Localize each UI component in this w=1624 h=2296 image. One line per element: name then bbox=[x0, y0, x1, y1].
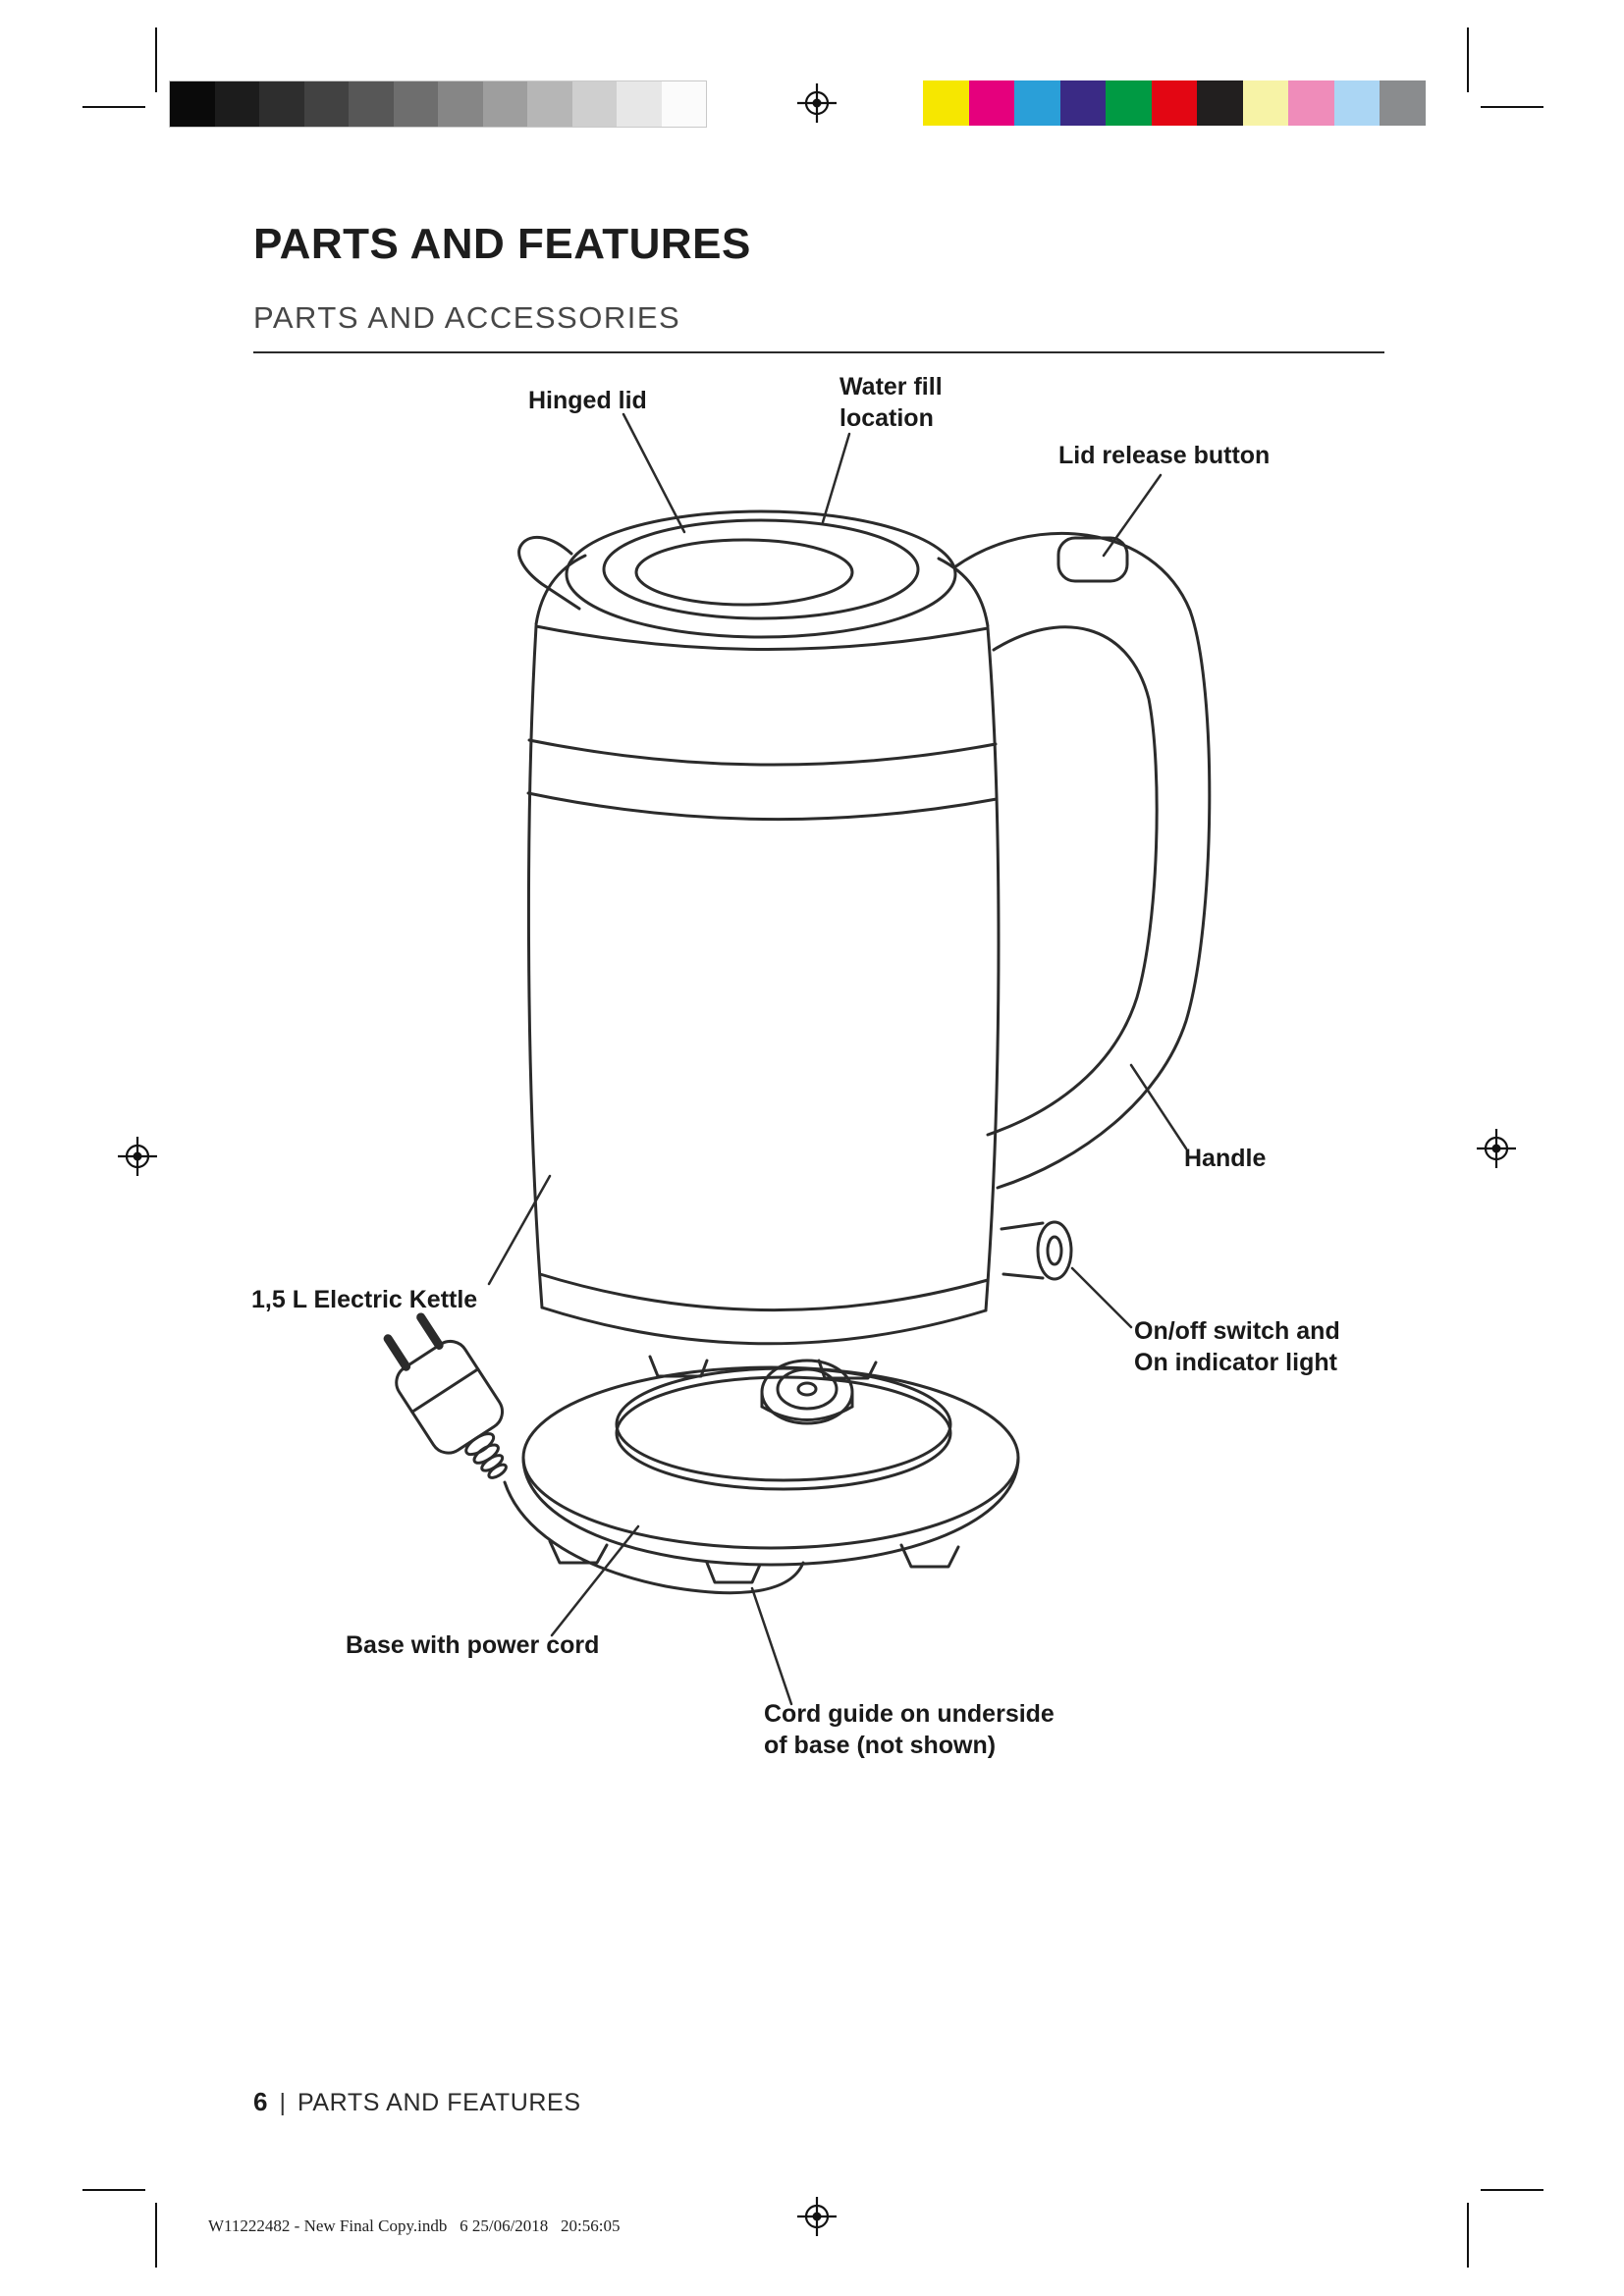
label-lid-release: Lid release button bbox=[1058, 442, 1271, 469]
color-swatch bbox=[1197, 80, 1243, 126]
color-swatch bbox=[1106, 80, 1152, 126]
shoulder-seam bbox=[534, 624, 990, 651]
base-side bbox=[521, 1456, 1020, 1567]
leader-handle bbox=[1129, 1063, 1188, 1150]
registration-mark-right bbox=[1475, 1127, 1518, 1170]
kettle-diagram bbox=[383, 412, 1212, 1706]
color-swatch bbox=[968, 80, 1015, 126]
section-subtitle: PARTS AND ACCESSORIES bbox=[253, 300, 681, 335]
color-swatch bbox=[1151, 80, 1198, 126]
registration-mark-left bbox=[116, 1135, 159, 1178]
page-title: PARTS AND FEATURES bbox=[253, 220, 751, 268]
label-handle: Handle bbox=[1184, 1145, 1267, 1172]
footer-section-title: PARTS AND FEATURES bbox=[297, 2089, 581, 2116]
leader-kettle bbox=[487, 1174, 552, 1286]
grayscale-swatch bbox=[214, 81, 259, 127]
grayscale-swatch bbox=[482, 81, 527, 127]
leader-base bbox=[550, 1524, 640, 1637]
leader-hinged-lid bbox=[622, 412, 686, 534]
power-cord bbox=[503, 1480, 805, 1595]
grayscale-bar bbox=[169, 80, 707, 128]
leader-lid-release bbox=[1102, 473, 1163, 558]
color-swatch bbox=[1380, 80, 1427, 126]
crop-mark-top-left-v bbox=[155, 27, 157, 92]
crop-mark-top-left-h bbox=[82, 106, 145, 108]
lid-outer bbox=[565, 509, 957, 639]
crop-mark-bottom-right-v bbox=[1467, 2203, 1469, 2268]
color-swatch bbox=[1059, 80, 1107, 126]
lid-rim bbox=[602, 518, 920, 620]
grayscale-swatch bbox=[438, 81, 483, 127]
section-rule bbox=[253, 351, 1384, 353]
switch-knob bbox=[1036, 1220, 1073, 1281]
leader-water-fill bbox=[821, 432, 851, 524]
print-slug: W11222482 - New Final Copy.indb 6 25/06/… bbox=[208, 2216, 621, 2236]
color-swatch bbox=[1014, 80, 1060, 126]
crop-mark-top-right-v bbox=[1467, 27, 1469, 92]
lid-release-button-shape bbox=[1056, 536, 1129, 583]
label-on-off-switch: On/off switch and On indicator light bbox=[1134, 1317, 1340, 1376]
grayscale-swatch bbox=[527, 81, 572, 127]
color-swatch bbox=[1288, 80, 1334, 126]
leader-on-off bbox=[1070, 1266, 1133, 1329]
grayscale-swatch bbox=[393, 81, 438, 127]
color-swatch bbox=[923, 80, 969, 126]
grayscale-swatch bbox=[259, 81, 304, 127]
grayscale-swatch bbox=[303, 81, 349, 127]
label-water-fill: Water fill location bbox=[839, 373, 943, 432]
lid-top-plate bbox=[634, 538, 854, 607]
print-file: W11222482 - New Final Copy.indb 6 bbox=[208, 2216, 468, 2235]
grayscale-swatch bbox=[571, 81, 617, 127]
page-footer: 6 | PARTS AND FEATURES bbox=[253, 2087, 581, 2117]
body-right bbox=[984, 626, 1001, 1312]
print-datetime: 25/06/2018 20:56:05 bbox=[471, 2216, 621, 2235]
crop-mark-top-right-h bbox=[1481, 106, 1543, 108]
footer-page-number: 6 bbox=[253, 2087, 268, 2116]
label-electric-kettle: 1,5 L Electric Kettle bbox=[251, 1286, 478, 1313]
color-bar bbox=[923, 80, 1427, 126]
crop-mark-bottom-left-v bbox=[155, 2203, 157, 2268]
handle-inner-outline bbox=[986, 625, 1159, 1137]
label-base-power-cord: Base with power cord bbox=[346, 1631, 600, 1659]
base-connector bbox=[760, 1359, 854, 1425]
body-bottom bbox=[540, 1306, 988, 1346]
crop-mark-bottom-left-h bbox=[82, 2189, 145, 2191]
body-left bbox=[526, 624, 544, 1309]
handle-outline bbox=[952, 531, 1212, 1190]
footer-separator: | bbox=[279, 2089, 286, 2116]
grayscale-swatch bbox=[617, 81, 662, 127]
label-hinged-lid: Hinged lid bbox=[528, 387, 647, 414]
label-cord-guide: Cord guide on underside of base (not sho… bbox=[764, 1700, 1055, 1759]
registration-mark-bottom bbox=[795, 2195, 839, 2238]
registration-mark-top bbox=[795, 81, 839, 125]
color-swatch bbox=[1242, 80, 1289, 126]
grayscale-swatch bbox=[170, 81, 215, 127]
spout bbox=[517, 535, 581, 611]
grayscale-swatch bbox=[349, 81, 394, 127]
crop-mark-bottom-right-h bbox=[1481, 2189, 1543, 2191]
grayscale-swatch bbox=[661, 81, 706, 127]
leader-cord-guide bbox=[750, 1586, 793, 1706]
power-plug bbox=[383, 1312, 508, 1479]
base-top bbox=[521, 1365, 1020, 1550]
color-swatch bbox=[1333, 80, 1380, 126]
